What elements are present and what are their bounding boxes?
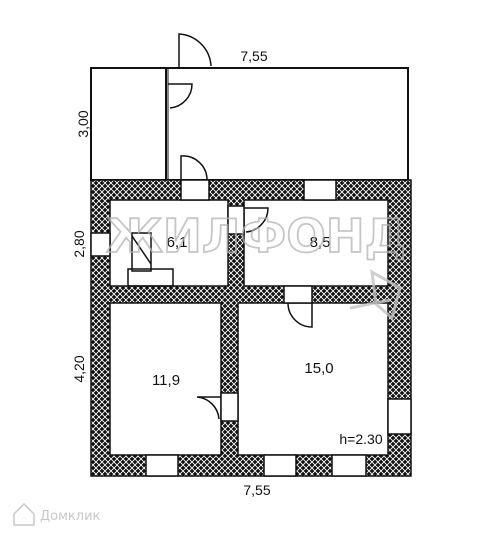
- veranda-outline: [90, 67, 409, 181]
- dimension-bottom-width: 7,55: [243, 482, 270, 498]
- room-area-label: 11,9: [152, 372, 180, 389]
- veranda: [90, 67, 409, 181]
- door-swing-veranda: [168, 83, 193, 109]
- door-swing-big-room: [287, 302, 313, 328]
- dimension-top-width: 7,55: [240, 48, 267, 64]
- dimension-lower-depth: 4,20: [71, 355, 87, 382]
- watermark-text: ЖИЛФОНД: [106, 209, 406, 263]
- window-opening: [387, 398, 412, 435]
- window-opening: [90, 232, 111, 257]
- room-area-label: 8,5: [310, 234, 331, 251]
- window-opening: [303, 179, 337, 201]
- door-opening: [283, 285, 313, 304]
- window-opening: [263, 454, 297, 477]
- stair: [127, 232, 174, 287]
- wall-openings: [90, 179, 412, 477]
- dimension-veranda-depth: 3,00: [75, 110, 91, 137]
- exterior-and-interior-walls: [90, 179, 412, 477]
- door-opening: [220, 392, 239, 422]
- door-swing-entrance: [178, 33, 212, 68]
- window-opening: [145, 454, 179, 477]
- watermark-brand: Домклик: [40, 509, 101, 524]
- domclick-logo-icon: [13, 502, 35, 526]
- door-swing-kitchen: [244, 207, 269, 233]
- stair-landing: [127, 268, 174, 287]
- room-area-label: 15,0: [304, 360, 333, 377]
- room-area-label: 6,1: [167, 234, 188, 251]
- door-opening: [227, 205, 245, 235]
- window-opening: [180, 179, 210, 201]
- ceiling-height-label: h=2.30: [339, 431, 382, 447]
- stair-outline: [131, 232, 152, 272]
- window-opening: [331, 454, 367, 477]
- door-swing-left-room: [196, 396, 221, 420]
- stair-arrow: [131, 235, 152, 265]
- watermark-logo-icon: [349, 269, 402, 321]
- door-swing-veranda-lower: [180, 155, 208, 181]
- door-swings: [168, 33, 313, 420]
- dimension-middle-depth: 2,80: [71, 230, 87, 257]
